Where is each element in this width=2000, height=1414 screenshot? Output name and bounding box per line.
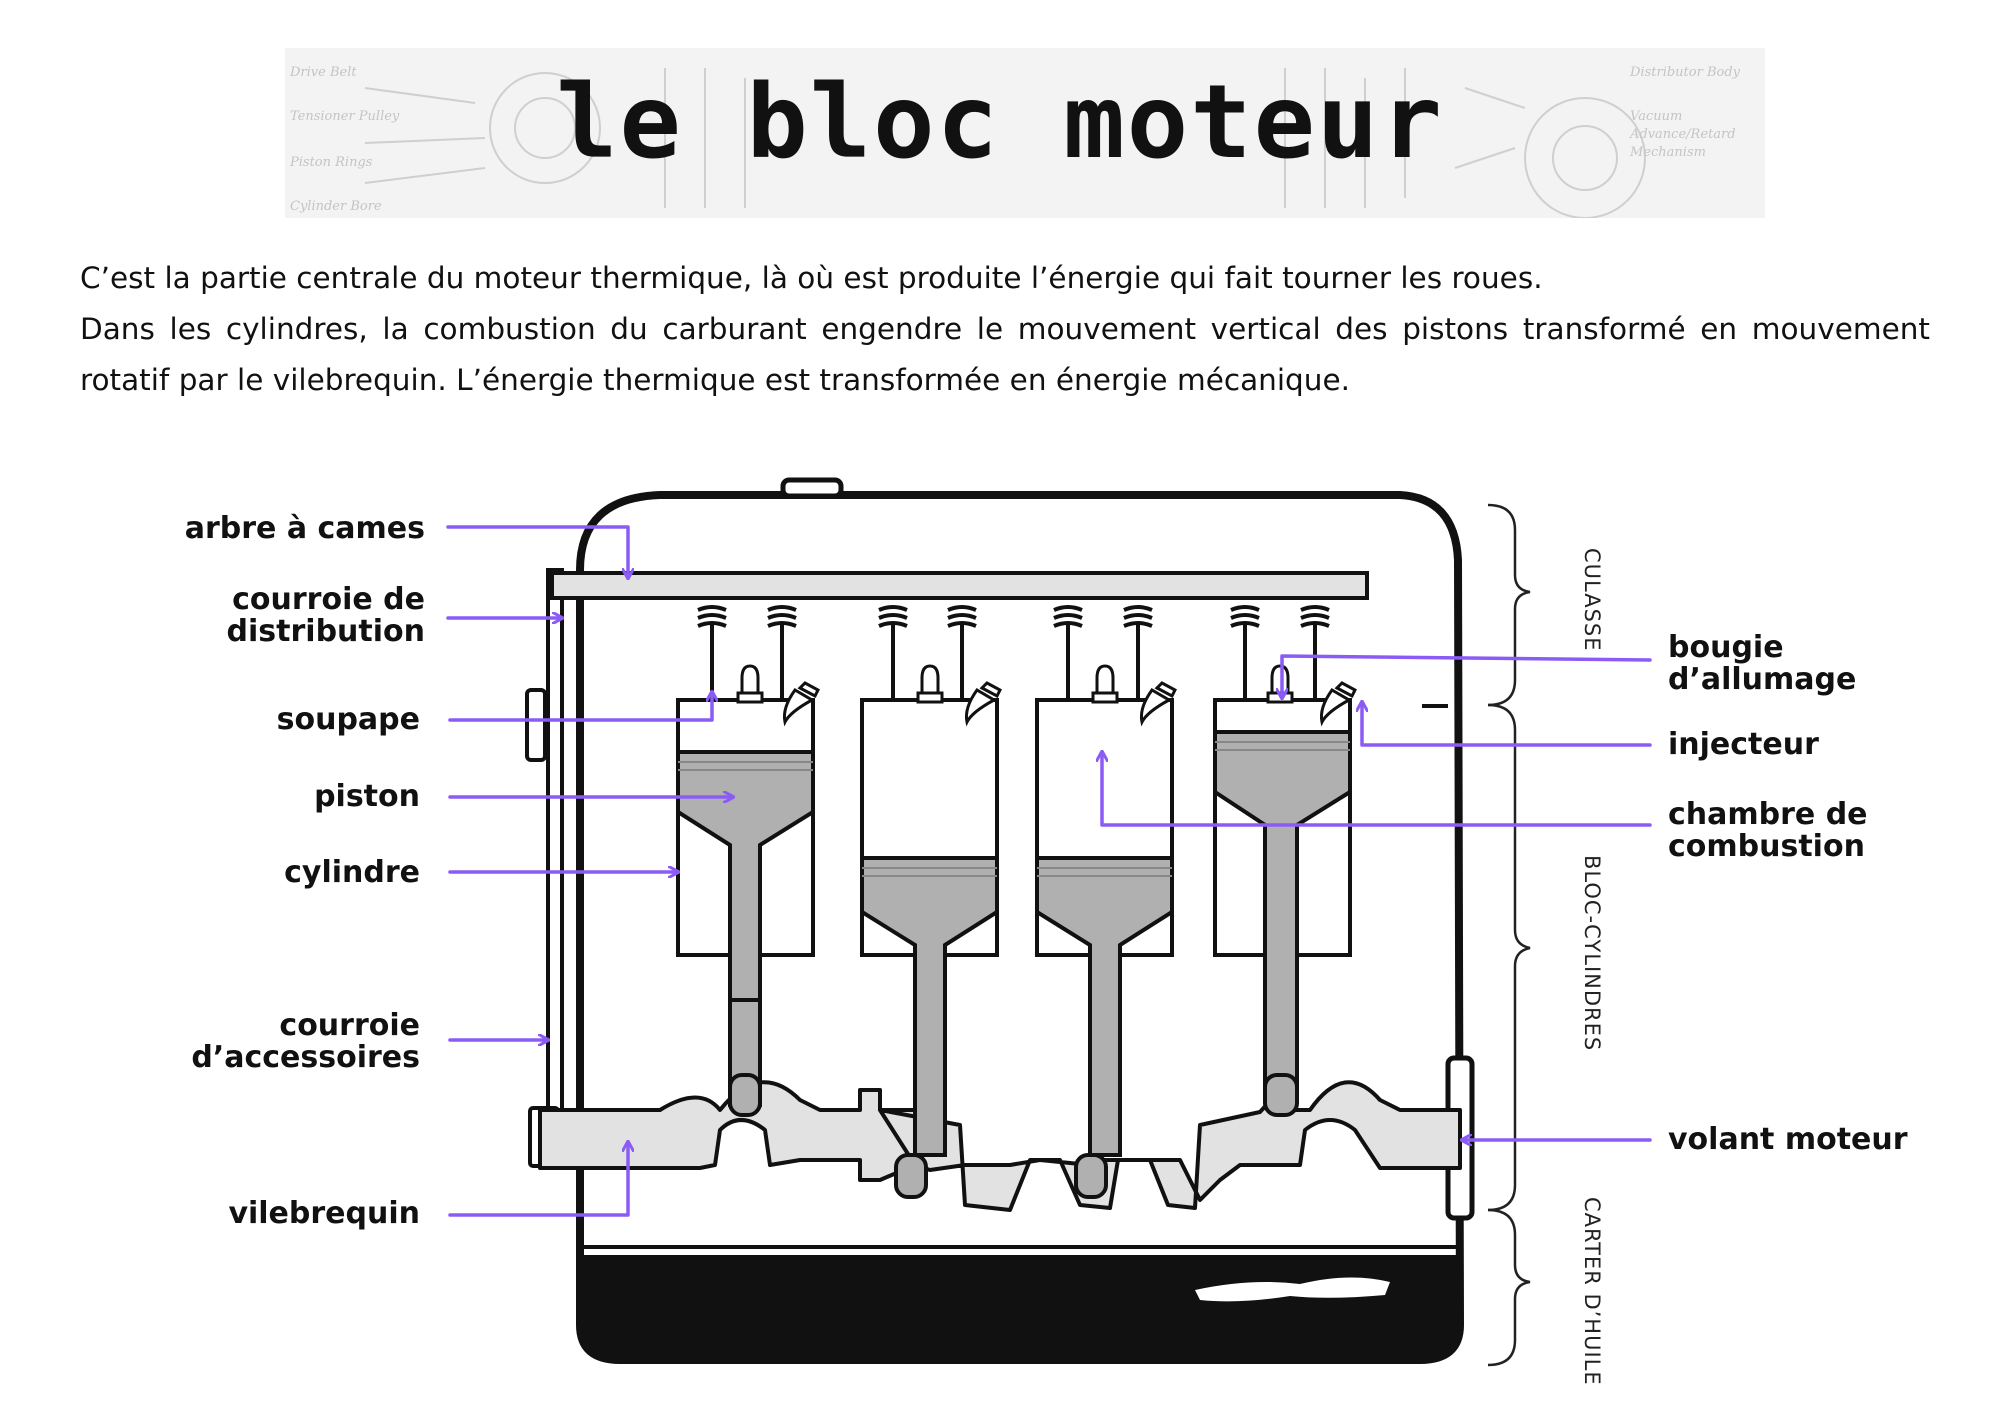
banner-word: Distributor Body <box>1629 65 1741 80</box>
valve <box>947 605 977 700</box>
label-vilebrequin: vilebrequin <box>228 1196 420 1231</box>
cylinder-3 <box>1035 698 1174 1157</box>
label-bougie-allumage-1: bougie <box>1668 630 1784 665</box>
cylinder-2 <box>860 698 999 1157</box>
intro-line: Dans les cylindres, la combustion du car… <box>80 312 1930 397</box>
banner-word: Cylinder Bore <box>290 199 382 214</box>
arrow-soupape <box>448 692 712 722</box>
label-injecteur: injecteur <box>1668 727 1819 762</box>
section-label-culasse: CULASSE <box>1580 548 1604 652</box>
valve <box>1123 605 1153 700</box>
valve <box>697 605 727 702</box>
banner-word: Mechanism <box>1629 145 1706 160</box>
engine-outline <box>576 491 1464 1364</box>
valve <box>1230 605 1260 702</box>
injector <box>1320 681 1357 727</box>
arrow-injecteur <box>1362 702 1652 747</box>
spark-plug <box>916 664 944 704</box>
label-piston: piston <box>314 779 420 814</box>
injectors <box>783 681 1357 727</box>
injector <box>783 681 820 727</box>
accessory-pulley <box>525 688 547 762</box>
banner-word: Drive Belt <box>289 65 357 80</box>
arrow-bougie-allumage <box>1282 654 1652 698</box>
intro-line: C’est la partie centrale du moteur therm… <box>80 261 1543 295</box>
brace-carter <box>1487 1208 1531 1367</box>
page-title: le bloc moteur <box>556 63 1444 182</box>
banner-word: Vacuum <box>1630 109 1682 124</box>
oil-sump <box>580 1255 1460 1360</box>
label-cylindre: cylindre <box>284 855 420 890</box>
section-label-bloc-cylindres: BLOC-CYLINDRES <box>1580 855 1604 1052</box>
section-label-carter-huile: CARTER D’HUILE <box>1580 1197 1604 1386</box>
valve <box>1300 605 1330 700</box>
banner-word: Advance/Retard <box>1629 127 1736 142</box>
filler-cap <box>780 477 844 499</box>
cylinder-1 <box>676 698 815 1117</box>
label-courroie-distribution-2: distribution <box>226 614 425 649</box>
crank-throw <box>894 1153 928 1199</box>
oil-reflection <box>1195 1277 1390 1302</box>
crankshaft <box>538 1080 1462 1212</box>
arrow-chambre-combustion <box>1102 752 1652 827</box>
spark-plug <box>1091 664 1119 704</box>
spark-plug <box>1266 664 1294 704</box>
label-chambre-combustion-1: chambre de <box>1668 797 1868 832</box>
cylinder-4 <box>1213 698 1352 1117</box>
label-courroie-distribution-1: courroie de <box>232 582 425 617</box>
camshaft <box>550 571 1369 600</box>
valve <box>767 605 797 700</box>
spark-plug <box>736 664 764 704</box>
timing-belt <box>546 568 564 1152</box>
label-bougie-allumage-2: d’allumage <box>1668 662 1857 697</box>
brace-culasse <box>1487 503 1531 707</box>
valves <box>697 605 1330 702</box>
injector <box>1140 681 1177 727</box>
label-courroie-accessoires-2: d’accessoires <box>191 1040 420 1075</box>
label-courroie-accessoires-1: courroie <box>279 1008 420 1043</box>
valve <box>878 605 908 702</box>
arrow-vilebrequin <box>448 1142 628 1217</box>
crank-throw <box>1074 1153 1108 1199</box>
spark-plugs <box>736 664 1294 704</box>
label-volant-moteur: volant moteur <box>1668 1122 1908 1157</box>
injector <box>965 681 1002 727</box>
label-chambre-combustion-2: combustion <box>1668 829 1865 864</box>
intro-text: C’est la partie centrale du moteur therm… <box>80 253 1930 406</box>
arrow-arbre-a-cames <box>446 525 628 578</box>
section-braces <box>1487 503 1531 1367</box>
banner-word: Piston Rings <box>289 155 373 170</box>
brace-bloc <box>1487 703 1531 1212</box>
valve <box>1053 605 1083 702</box>
banner-word: Tensioner Pulley <box>290 109 400 124</box>
label-arbre-a-cames: arbre à cames <box>184 511 425 546</box>
label-soupape: soupape <box>276 702 420 737</box>
header-sketch-banner: Drive Belt Tensioner Pulley Piston Rings… <box>285 48 1765 218</box>
